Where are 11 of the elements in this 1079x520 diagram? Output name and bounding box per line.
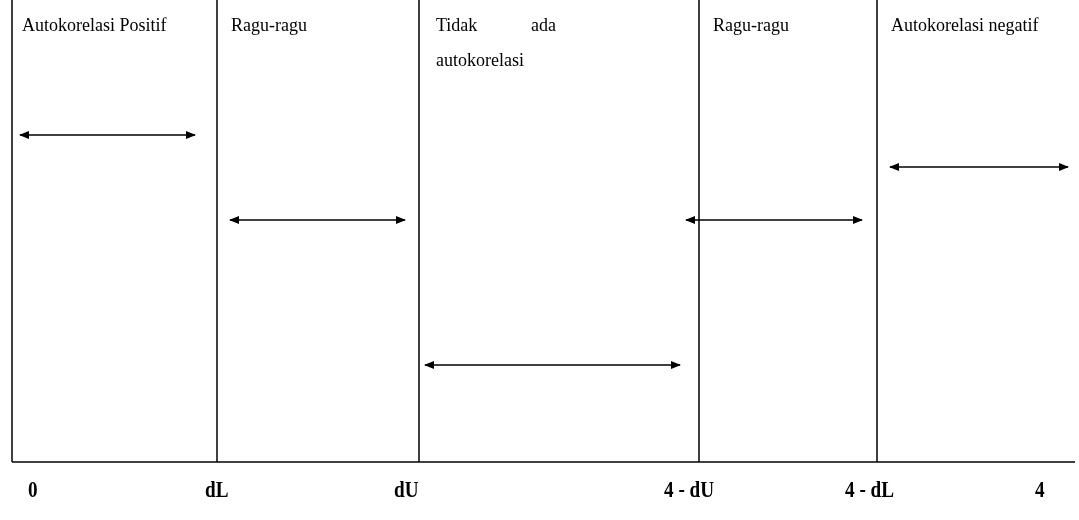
region-label: Ragu-ragu (713, 14, 790, 37)
region-label: Ragu-ragu (231, 14, 308, 37)
axis-tick-label: dL (205, 475, 229, 504)
axis-tick-label: 4 (1035, 475, 1045, 504)
axis-tick-label: 4 - dL (845, 475, 895, 504)
axis-tick-label: 0 (28, 475, 38, 504)
region-label: Autokorelasi Positif (22, 14, 168, 37)
region-label: Autokorelasi negatif (891, 14, 1040, 37)
region-label: Tidak ada autokorelasi (436, 14, 556, 72)
axis-tick-label: 4 - dU (664, 475, 715, 504)
axis-tick-label: dU (394, 475, 419, 504)
